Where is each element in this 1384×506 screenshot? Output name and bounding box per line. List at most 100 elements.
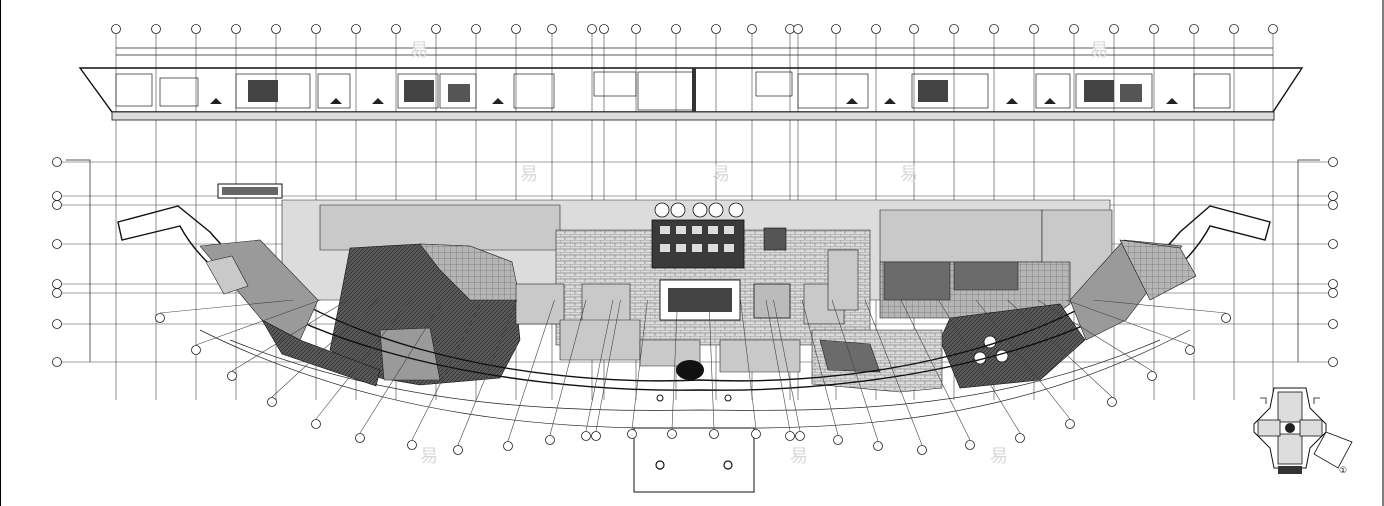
grid-bubble [1229,24,1239,34]
grid-bubble [407,440,417,450]
radial-line [411,299,483,441]
radial-line [359,299,444,434]
watermark-glyph: 易 [410,40,428,61]
radial-line [938,299,1021,434]
grid-bubble [873,441,883,451]
grid-bubble [917,445,927,455]
grid-bubble [711,24,721,34]
grid-bubble [1147,371,1157,381]
grid-bubble [1149,24,1159,34]
radial-line [585,299,614,432]
grid-bubble [671,24,681,34]
watermark-glyph: 易 [420,446,438,467]
grid-bubble [587,24,597,34]
grid-bubble [52,239,62,249]
grid-bubble [471,24,481,34]
grid-bubble [1328,157,1338,167]
grid-bubble [949,24,959,34]
grid-bubble [52,279,62,289]
radial-line [773,299,801,432]
grid-bubble [391,24,401,34]
grid-bubble [1221,313,1231,323]
grid-bubble [833,435,843,445]
grid-bubble [785,431,795,441]
radial-line [549,299,587,436]
radial-line [195,299,321,346]
grid-bubble [52,157,62,167]
radial-line [831,299,879,442]
entrance-canopy [676,360,704,380]
north-arrow-label: ① [1339,466,1347,476]
grid-bubble [831,24,841,34]
grid-bubble [591,431,601,441]
grid-bubble [1328,239,1338,249]
radial-line [975,299,1071,420]
grid-bubble [311,419,321,429]
north-wing [78,67,1304,121]
grid-bubble [581,431,591,441]
grid-bubble [751,429,761,439]
watermark-glyph: 易 [520,164,538,185]
radial-line [595,299,621,432]
radial-line [765,299,791,432]
grid-bubble [431,24,441,34]
radial-line [900,299,971,441]
grid-bubble [667,429,677,439]
watermark-glyph: 易 [1090,40,1108,61]
radial-line [1092,299,1227,314]
grid-bubble [1107,397,1117,407]
grid-bubble [1185,345,1195,355]
watermark-glyph: 易 [990,446,1008,467]
radial-line [1007,299,1113,398]
radial-line [801,299,839,436]
grid-bubble [231,24,241,34]
grid-bubble [511,24,521,34]
grid-bubble [627,429,637,439]
grid-bubble [191,345,201,355]
grid-bubble [1189,24,1199,34]
grid-bubble [191,24,201,34]
radial-line [315,299,411,420]
grid-bubble [547,24,557,34]
grid-bubble [1109,24,1119,34]
radial-line [457,299,518,446]
watermark-glyphs: 易易易易易易易易 [410,40,1108,467]
grid-bubble [355,433,365,443]
grid-bubble [631,24,641,34]
grid-bubble [155,313,165,323]
main-floor [281,199,1113,393]
grid-bubble [1029,24,1039,34]
entrance-forecourt [633,427,755,493]
watermark-glyph: 易 [790,446,808,467]
grid-bubble [503,441,513,451]
radial-line [740,299,757,430]
grid-bubble [795,431,805,441]
radial-line [507,299,555,442]
site-boundary-right [1297,159,1320,362]
grid-bubble [52,200,62,210]
grid-bubble [989,24,999,34]
grid-bubble [1328,357,1338,367]
grid-bubble [1069,24,1079,34]
grid-bubble [227,371,237,381]
curved-facade [117,205,1271,391]
radial-line [1037,299,1153,372]
grid-bubble [111,24,121,34]
grid-bubble [1328,200,1338,210]
watermark-glyph: 易 [712,164,730,185]
radial-line [1065,299,1191,346]
grid-bubble [545,435,555,445]
grid-bubble [271,24,281,34]
grid-bubble [793,24,803,34]
grid-bubble [709,429,719,439]
grid-bubble [909,24,919,34]
radial-line [271,299,378,398]
radial-line [631,299,648,430]
watermark-glyph: 易 [900,164,918,185]
grid-bubble [151,24,161,34]
grid-bubble [965,440,975,450]
radial-line [231,299,348,372]
radial-grid-lines [155,299,1231,455]
radial-line [708,299,715,430]
